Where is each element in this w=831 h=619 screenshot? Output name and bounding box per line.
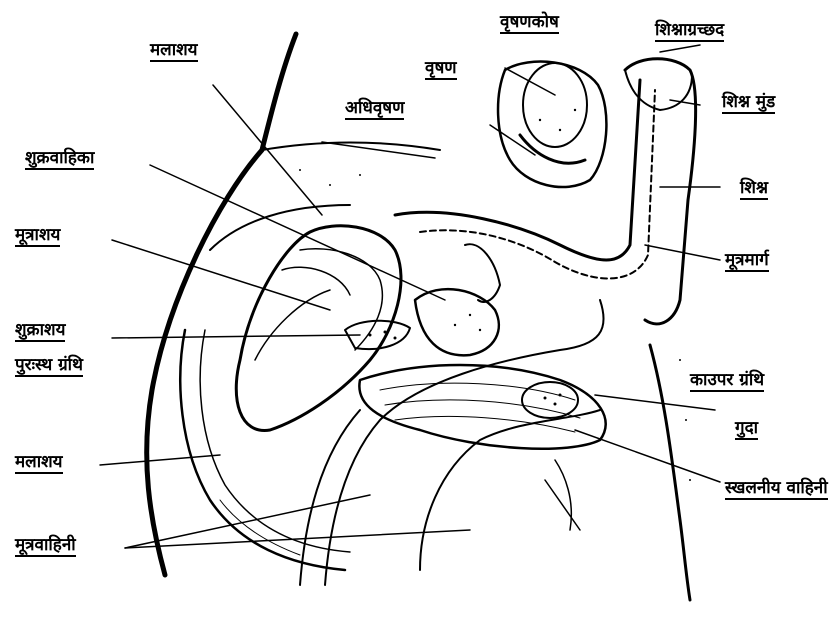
label-ureter: मूत्रवाहिनी xyxy=(15,535,76,557)
label-urethra: मूत्रमार्ग xyxy=(725,250,769,272)
body-outline xyxy=(147,34,296,575)
label-rectum-top: मलाशय xyxy=(150,40,198,62)
cowper-gland-shape xyxy=(522,382,578,418)
label-prostate: पुरःस्थ ग्रंथि xyxy=(15,355,83,377)
testis-shape xyxy=(523,63,587,147)
label-seminal-vesicle: शुक्राशय xyxy=(15,320,65,342)
label-epididymis: अधिवृषण xyxy=(345,98,404,120)
label-glans-penis: शिश्न मुंड xyxy=(722,92,775,114)
rectum-tube xyxy=(180,330,345,570)
label-testis: वृषण xyxy=(425,58,457,80)
label-cowper-gland: काउपर ग्रंथि xyxy=(690,370,764,392)
label-anus: गुदा xyxy=(735,418,758,440)
label-urinary-bladder: मूत्राशय xyxy=(15,225,60,247)
label-foreskin: शिश्नाग्रच्छद xyxy=(655,20,724,42)
label-rectum: मलाशय xyxy=(15,452,63,474)
label-scrotum: वृषणकोष xyxy=(500,12,559,34)
bladder-shape xyxy=(236,226,401,431)
label-penis: शिश्न xyxy=(740,178,768,200)
label-ejaculatory-duct: स्खलनीय वाहिनी xyxy=(725,478,828,500)
label-vas-deferens: शुक्रवाहिका xyxy=(25,148,94,170)
prostate-body xyxy=(415,289,499,355)
scrotum-outline xyxy=(498,62,606,187)
glans xyxy=(625,70,692,110)
epididymis-shape xyxy=(520,135,585,163)
